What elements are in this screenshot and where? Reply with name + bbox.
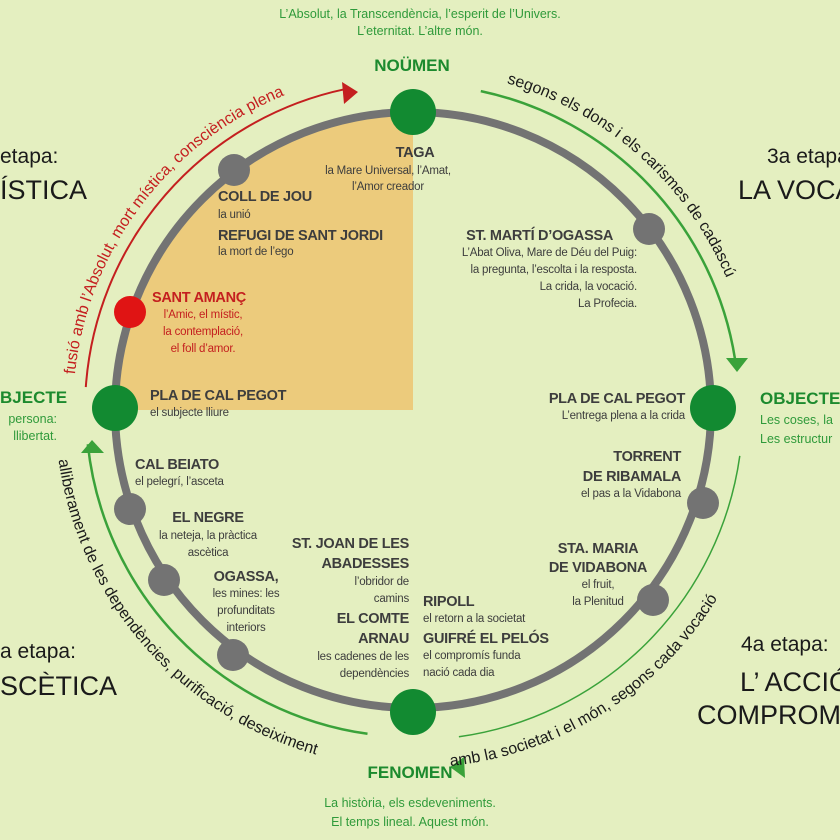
station-st-joan-line1: l’obridor de [354, 576, 410, 588]
pole-noumen-label: NOÜMEN [374, 56, 450, 75]
station-ogassa-line2: profunditats [217, 605, 275, 617]
stage-mystic-name: ÍSTICA [0, 175, 88, 205]
station-el-comte-title: EL COMTE [336, 611, 410, 627]
stage-action-name2: COMPROMI [697, 700, 840, 730]
station-refugi-title: REFUGI DE SANT JORDI [218, 228, 383, 244]
pole-objecte-label: OBJECTE [760, 389, 840, 408]
station-st-marti-title: ST. MARTÍ D’OGASSA [466, 228, 613, 244]
station-el-comte-line1: les cadenes de les [317, 651, 409, 663]
stage-vocation-label: 3a etapa: [767, 145, 840, 168]
stage-mystic-label: etapa: [0, 145, 59, 168]
station-cal-beiato-title: CAL BEIATO [135, 457, 220, 473]
station-st-marti-line3: La crida, la vocació. [539, 281, 638, 293]
pole-fenomen-label: FENOMEN [367, 763, 453, 782]
station-st-marti-node [633, 213, 665, 245]
ascetic-arrowhead [81, 440, 104, 453]
station-sant-amanc-node [114, 296, 146, 328]
station-guifre-line1: el compromís funda [423, 650, 521, 662]
station-taga-line2: l’Amor creador [352, 181, 424, 193]
station-el-comte-node [217, 639, 249, 671]
station-taga-title: TAGA [395, 145, 435, 161]
station-pla-right-title: PLA DE CAL PEGOT [548, 391, 685, 407]
station-pla-left-title: PLA DE CAL PEGOT [150, 388, 287, 404]
pole-objecte-line2: Les estructur [760, 432, 833, 446]
station-st-joan-title: ST. JOAN DE LES [291, 536, 409, 552]
station-taga-line1: la Mare Universal, l’Amat, [325, 165, 451, 177]
station-guifre-title: GUIFRÉ EL PELÓS [423, 631, 549, 647]
station-ripoll-title: RIPOLL [423, 594, 475, 610]
station-refugi-sub: la mort de l’ego [218, 246, 294, 258]
station-cal-beiato-node [114, 493, 146, 525]
station-sta-maria-node [637, 584, 669, 616]
station-coll-de-jou-title: COLL DE JOU [218, 189, 312, 205]
pole-subjecte-line2: llibertat. [13, 429, 57, 443]
station-sta-maria-title: STA. MARIA [557, 541, 639, 557]
ascetic-arrow-arc [86, 444, 368, 736]
stage-ascetic-label: a etapa: [0, 640, 76, 663]
station-st-marti-line4: La Profecia. [578, 298, 637, 310]
action-arrow-arc [458, 455, 741, 738]
stage-ascetic-name: SCÈTICA [0, 671, 118, 701]
station-pla-left-sub: el subjecte lliure [150, 407, 229, 419]
station-torrent-node [687, 487, 719, 519]
pole-subjecte-label: BJECTE [0, 388, 68, 407]
station-sant-amanc-line2: la contemplació, [163, 326, 243, 338]
station-st-joan-title2: ABADESSES [321, 556, 409, 572]
station-ogassa-line3: interiors [226, 622, 266, 634]
station-torrent-title: TORRENT [613, 449, 681, 465]
top-caption-line2: L’eternitat. L’altre món. [357, 24, 483, 38]
mystic-quadrant [115, 112, 413, 410]
station-sant-amanc-line1: l’Amic, el místic, [163, 309, 243, 321]
stage-action-label: 4a etapa: [741, 633, 829, 656]
station-coll-de-jou-node [218, 154, 250, 186]
station-st-marti-line1: L’Abat Oliva, Mare de Déu del Puig: [461, 247, 637, 259]
station-st-joan-line2: camins [373, 593, 409, 605]
pole-objecte-node [690, 385, 736, 431]
vocation-arrow-arc [480, 89, 737, 360]
mystic-arrowhead [342, 82, 358, 104]
station-coll-de-jou-sub: la unió [218, 209, 251, 221]
top-caption-line1: L’Absolut, la Transcendència, l’esperit … [279, 7, 561, 21]
pole-objecte-line1: Les coses, la [760, 413, 833, 427]
station-ogassa-node [148, 564, 180, 596]
station-sta-maria-line1: el fruit, [581, 579, 615, 591]
action-arrowhead [450, 757, 465, 778]
mystic-arrow-arc [84, 88, 346, 388]
station-ripoll-sub: el retorn a la societat [423, 613, 526, 625]
station-el-comte-line2: dependències [339, 668, 409, 680]
stage-action-name: L’ ACCIÓ [740, 667, 840, 697]
station-pla-right-sub: L’entrega plena a la crida [561, 410, 686, 422]
pole-fenomen-node [390, 689, 436, 735]
pole-subjecte-line1: persona: [8, 412, 57, 426]
station-el-negre-title: EL NEGRE [172, 510, 244, 526]
station-torrent-title2: DE RIBAMALA [582, 469, 682, 485]
station-sta-maria-title2: DE VIDABONA [548, 560, 648, 576]
station-ogassa-line1: les mines: les [212, 588, 280, 600]
station-ogassa-title: OGASSA, [213, 569, 279, 585]
bottom-caption-line1: La història, els esdeveniments. [324, 796, 496, 810]
bottom-caption-line2: El temps lineal. Aquest món. [331, 815, 489, 829]
station-guifre-line2: nació cada dia [423, 667, 495, 679]
station-el-negre-line1: la neteja, la pràctica [159, 530, 257, 542]
station-el-comte-title2: ARNAU [358, 631, 409, 647]
station-st-marti-line2: la pregunta, l’escolta i la resposta. [470, 264, 638, 276]
pole-subjecte-node [92, 385, 138, 431]
station-sant-amanc-line3: el foll d’amor. [170, 343, 236, 355]
station-el-negre-line2: ascètica [187, 547, 229, 559]
stage-vocation-name: LA VOCA [738, 175, 840, 205]
vocation-arrowhead [726, 358, 748, 372]
station-torrent-sub: el pas a la Vidabona [580, 488, 681, 500]
pole-noumen-node [390, 89, 436, 135]
station-cal-beiato-sub: el pelegrí, l’asceta [135, 476, 224, 488]
station-sta-maria-line2: la Plenitud [572, 596, 624, 608]
station-sant-amanc-title: SANT AMANÇ [152, 290, 246, 306]
